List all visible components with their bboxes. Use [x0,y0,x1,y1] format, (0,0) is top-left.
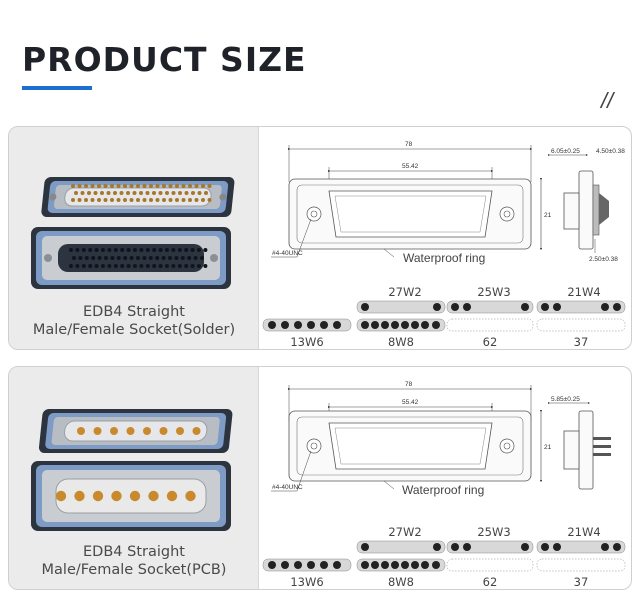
waterproof-ring-label: Waterproof ring [402,483,484,497]
product-photo-area: EDB4 Straight Male/Female Socket(Solder) [9,127,259,349]
side-dim-c: 2.50±0.38 [589,256,618,263]
variant-label: 8W8 [387,335,414,349]
variant-strips [262,540,626,572]
product-photo-area: EDB4 Straight Male/Female Socket(PCB) [9,367,259,589]
variant-label: 13W6 [290,575,324,589]
dim-inner: 55.42 [402,163,419,170]
variant-label: 25W3 [477,525,511,539]
variant-label: 27W2 [388,525,422,539]
variant-label: 27W2 [388,285,422,299]
variant-label: 25W3 [477,285,511,299]
dim-width: 78 [405,381,413,388]
male-pins [71,184,212,202]
side-dim-a: 6.05±0.25 [551,148,580,155]
dim-height: 21 [544,444,552,451]
side-dim-a: 5.85±0.25 [551,396,580,403]
dim-width: 78 [405,141,413,148]
title-underline [22,86,92,90]
thread-callout: #4-40UNC [272,484,303,491]
connector-photo [31,177,235,289]
product-panel-solder: EDB4 Straight Male/Female Socket(Solder)… [8,126,632,350]
variant-label: 62 [482,335,498,349]
side-dim-b: 4.50±0.38 [596,148,625,155]
connector-photo [31,409,233,531]
variant-label: 21W4 [567,525,601,539]
dimension-drawing: 78 55.42 21 #4-40UNC Waterproof ring 6.0… [271,141,625,265]
dimension-drawing: 78 55.42 21 #4-40UNC Waterproof ring 5.8… [271,381,611,497]
variant-label: 37 [573,335,589,349]
waterproof-ring-label: Waterproof ring [403,251,485,265]
male-contacts [77,427,201,435]
female-contacts [55,490,196,502]
variant-label: 62 [482,575,498,589]
variant-strips [262,300,626,332]
thread-callout: #4-40UNC [272,250,303,257]
dim-inner: 55.42 [402,399,419,406]
variant-label: 37 [573,575,589,589]
variant-label: 8W8 [387,575,414,589]
product-panel-pcb: EDB4 Straight Male/Female Socket(PCB) 78… [8,366,632,590]
page-title: PRODUCT SIZE [22,40,307,79]
female-contacts [69,248,208,268]
variant-label: 21W4 [567,285,601,299]
product-caption: EDB4 Straight Male/Female Socket(PCB) [41,544,227,578]
variant-label: 13W6 [290,335,324,349]
slash-mark: // [601,88,614,113]
dim-height: 21 [544,212,552,219]
product-caption: EDB4 Straight Male/Female Socket(Solder) [32,304,236,338]
